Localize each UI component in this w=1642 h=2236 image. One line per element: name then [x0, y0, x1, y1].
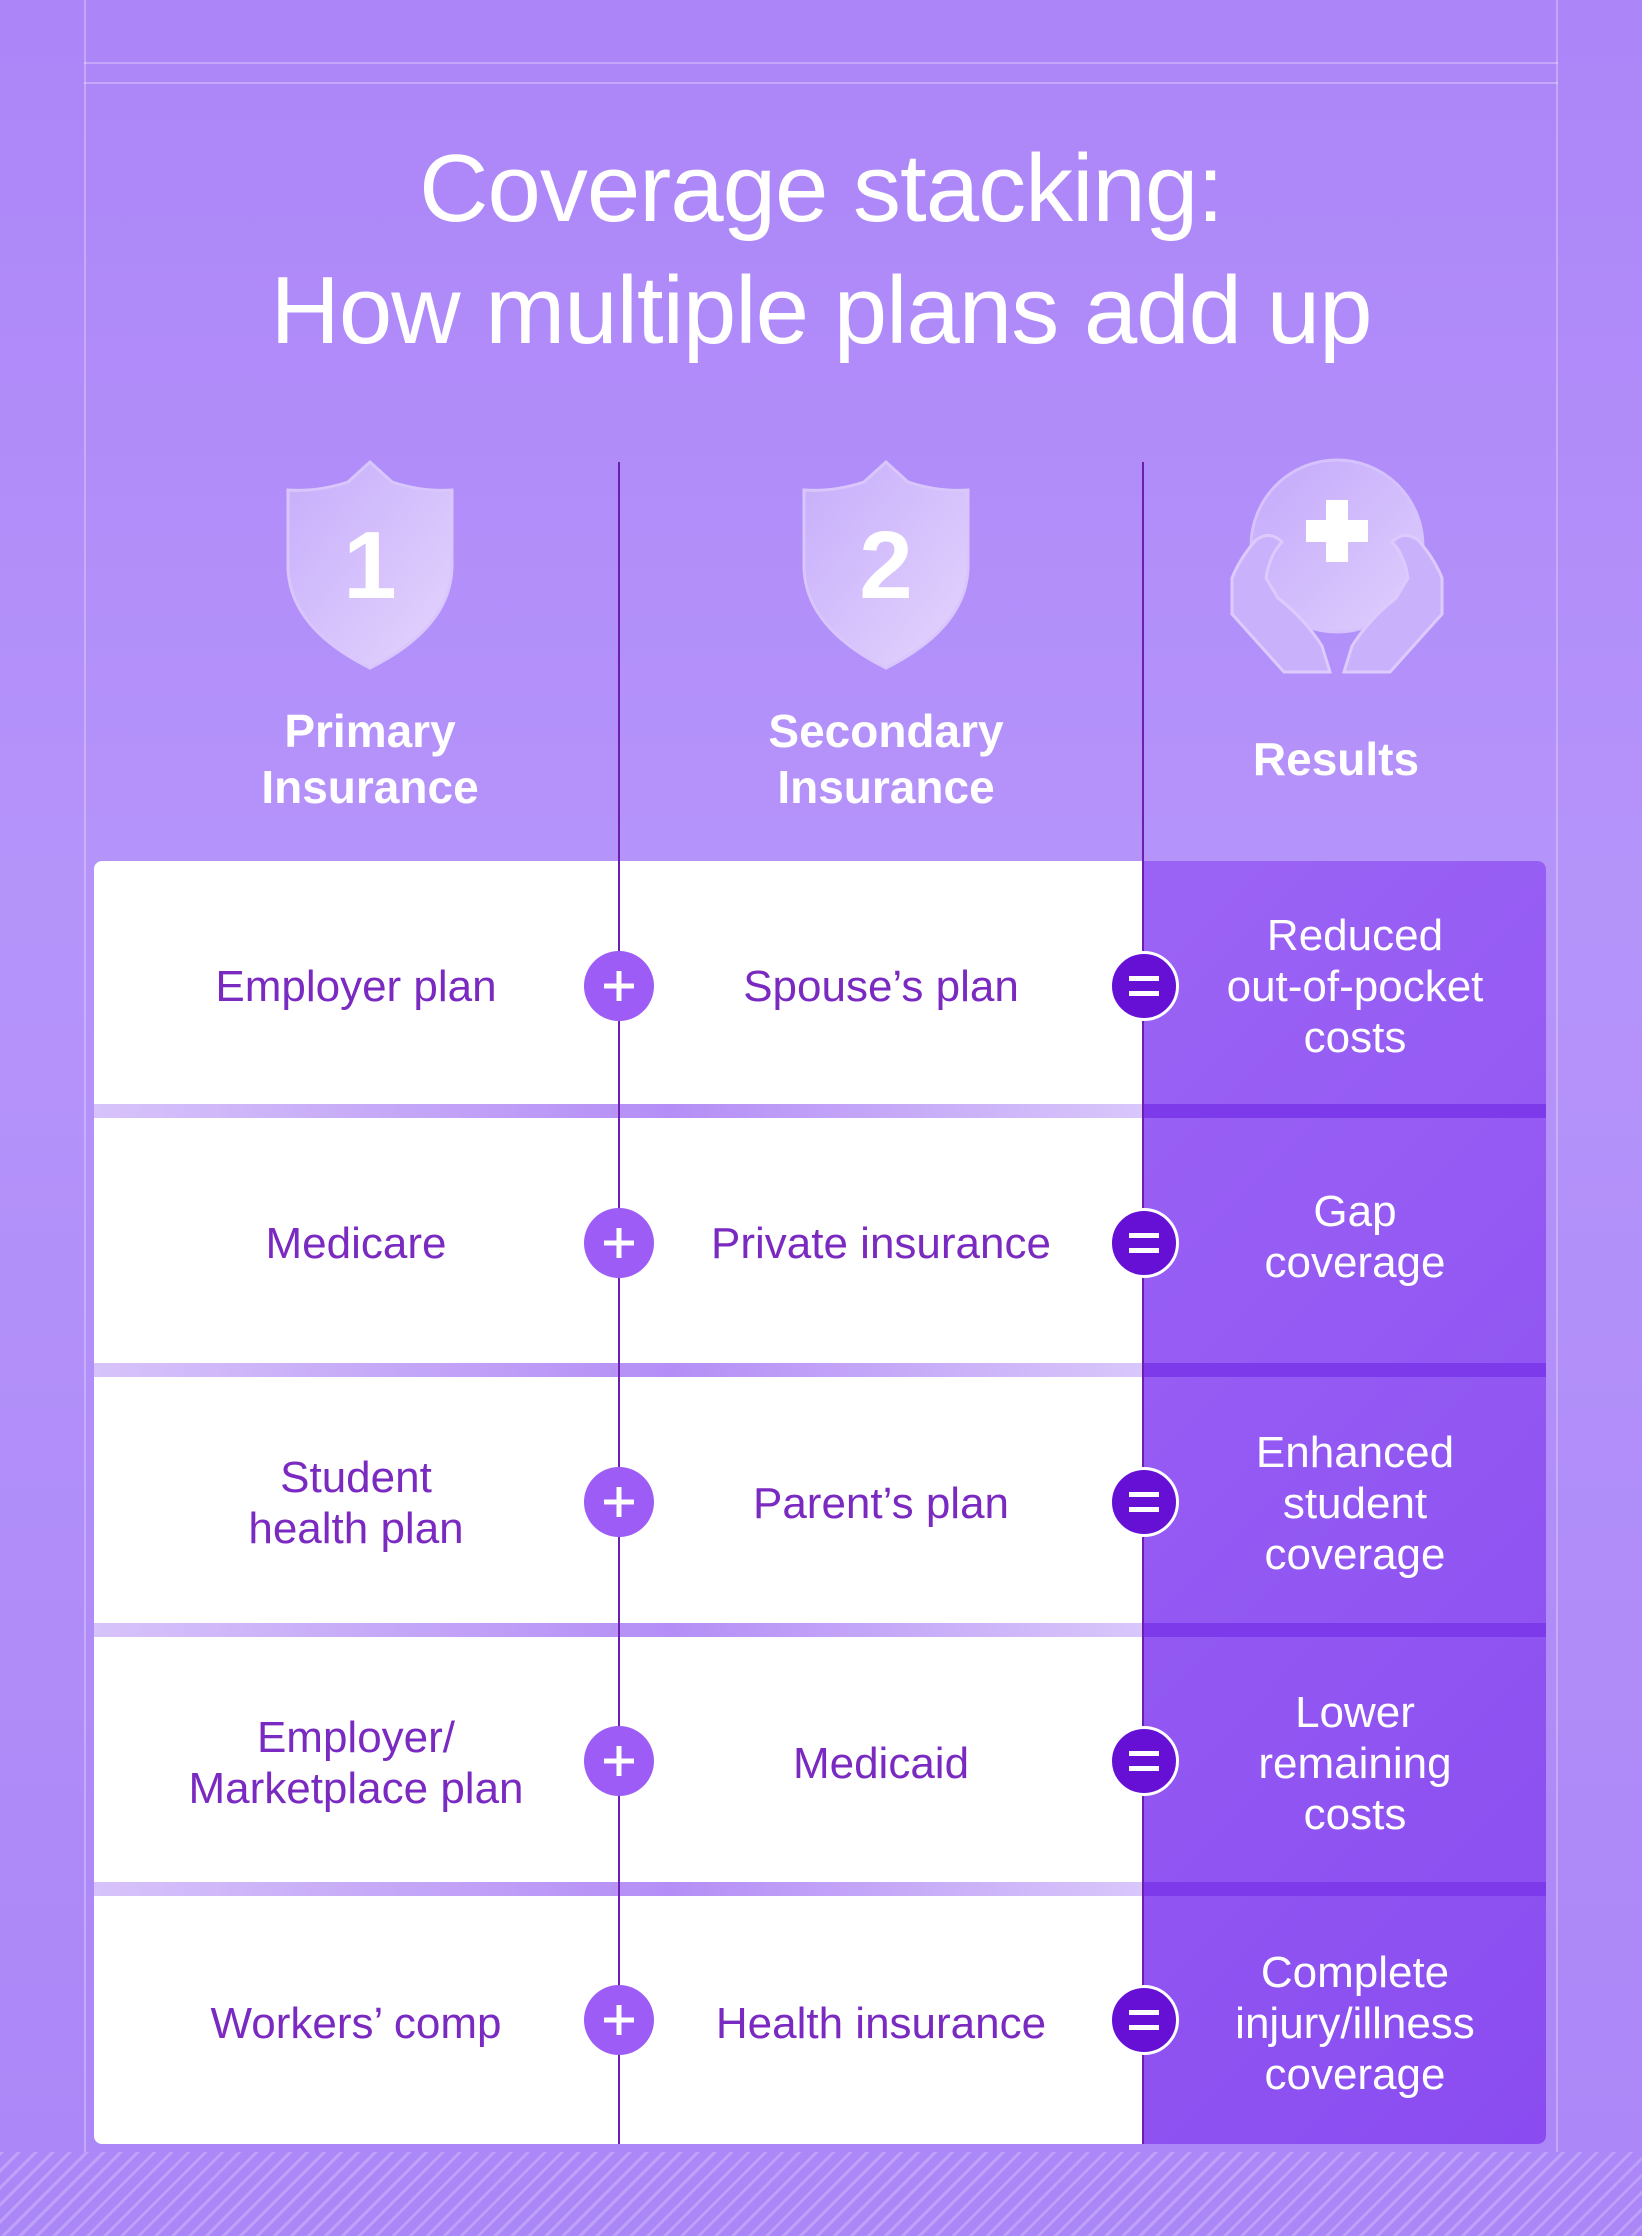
- title-line-1: Coverage stacking:: [419, 135, 1224, 242]
- frame-line-left: [84, 0, 86, 2152]
- column-header-secondary-line-2: Insurance: [777, 761, 995, 813]
- equals-icon: [1109, 1467, 1179, 1537]
- plus-icon: [584, 1985, 654, 2055]
- column-header-results: Results: [1166, 731, 1506, 787]
- row-separator-results: [1142, 1623, 1546, 1637]
- equals-icon: [1109, 1208, 1179, 1278]
- primary-cell: Employer/ Marketplace plan: [188, 1713, 524, 1813]
- plus-icon: [584, 1726, 654, 1796]
- shield-icon: 1: [284, 458, 456, 672]
- column-header-primary-line-2: Insurance: [261, 761, 479, 813]
- result-cell: Gap coverage: [1264, 1187, 1446, 1287]
- frame-line-top-2: [84, 82, 1558, 84]
- secondary-cell: Health insurance: [715, 1998, 1047, 2048]
- row-separator-results: [1142, 1882, 1546, 1896]
- column-header-secondary-line-1: Secondary: [768, 705, 1004, 757]
- primary-cell: Medicare: [265, 1218, 447, 1268]
- row-separator-results: [1142, 1363, 1546, 1377]
- column-divider-right: [1142, 462, 1144, 2144]
- equals-icon: [1109, 951, 1179, 1021]
- result-cell: Reduced out-of-pocket costs: [1226, 910, 1484, 1062]
- column-header-primary-line-1: Primary: [284, 705, 456, 757]
- column-header-secondary: Secondary Insurance: [716, 703, 1056, 815]
- results-column: [1142, 861, 1546, 2144]
- secondary-cell: Parent’s plan: [752, 1478, 1010, 1528]
- row-separator-results: [1142, 1104, 1546, 1118]
- plus-icon: [584, 951, 654, 1021]
- svg-text:1: 1: [343, 512, 396, 619]
- frame-line-top: [84, 62, 1558, 64]
- plus-icon: [584, 1467, 654, 1537]
- result-cell: Enhanced student coverage: [1255, 1427, 1455, 1579]
- result-cell: Complete injury/illness coverage: [1235, 1947, 1475, 2099]
- secondary-cell: Medicaid: [792, 1738, 970, 1788]
- hands-holding-medical-cross-icon: [1226, 458, 1448, 674]
- plus-icon: [584, 1208, 654, 1278]
- svg-text:2: 2: [859, 512, 912, 619]
- secondary-cell: Private insurance: [711, 1218, 1051, 1268]
- hatch-strip: [0, 2152, 1642, 2236]
- page-title: Coverage stacking: How multiple plans ad…: [0, 128, 1642, 372]
- primary-cell: Employer plan: [215, 961, 497, 1011]
- column-header-primary: Primary Insurance: [200, 703, 540, 815]
- equals-icon: [1109, 1726, 1179, 1796]
- result-cell: Lower remaining costs: [1258, 1687, 1452, 1839]
- frame-line-right: [1556, 0, 1558, 2152]
- secondary-cell: Spouse’s plan: [743, 961, 1019, 1011]
- shield-icon: 2: [800, 458, 972, 672]
- title-line-2: How multiple plans add up: [270, 257, 1373, 364]
- primary-cell: Student health plan: [248, 1453, 464, 1553]
- column-divider-left: [618, 462, 620, 2144]
- primary-cell: Workers’ comp: [210, 1998, 502, 2048]
- equals-icon: [1109, 1985, 1179, 2055]
- column-header-results-label: Results: [1252, 733, 1420, 785]
